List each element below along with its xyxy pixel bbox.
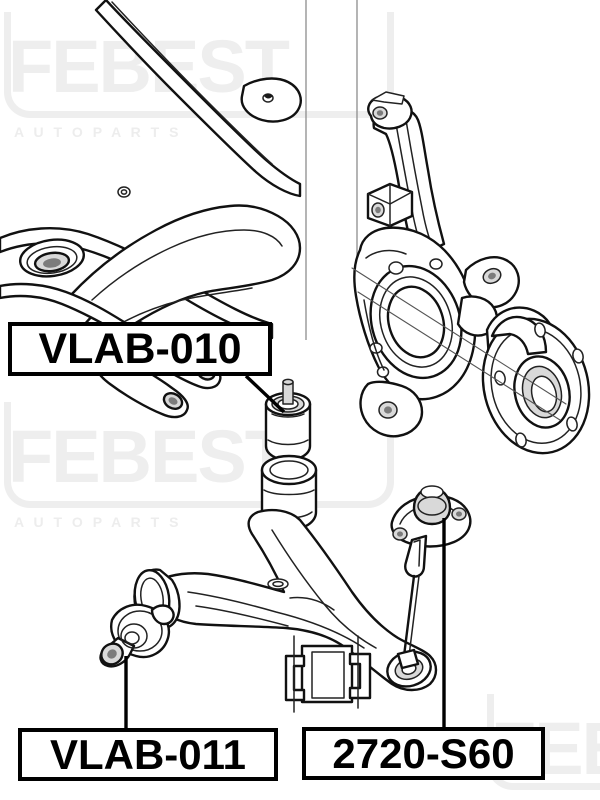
bolt-hole (572, 348, 584, 364)
bolt-hole (566, 416, 578, 432)
bolt-hole (534, 322, 546, 338)
rear-arm-bushing-mount (284, 635, 372, 713)
lower-arm-bushing-part (99, 603, 175, 668)
callout-label: VLAB-011 (49, 730, 247, 778)
upper-arm-inner-bushing-eye (19, 238, 85, 278)
callout-vlab-011[interactable]: VLAB-011 (18, 728, 278, 781)
wheel-hub-bearing (351, 267, 591, 455)
callout-2720-s60[interactable]: 2720-S60 (302, 727, 545, 780)
bolt-hole (515, 432, 527, 448)
lower-control-arm (133, 454, 438, 713)
leader-lines (124, 374, 446, 728)
callout-label: 2720-S60 (332, 729, 515, 777)
leader-vlab-010 (244, 374, 286, 414)
reference-lines (305, 0, 358, 340)
upper-arm-bushing-part (264, 378, 312, 462)
callout-label: VLAB-010 (38, 324, 242, 373)
lower-ball-joint-part (390, 485, 472, 670)
callout-vlab-010[interactable]: VLAB-010 (8, 322, 272, 376)
